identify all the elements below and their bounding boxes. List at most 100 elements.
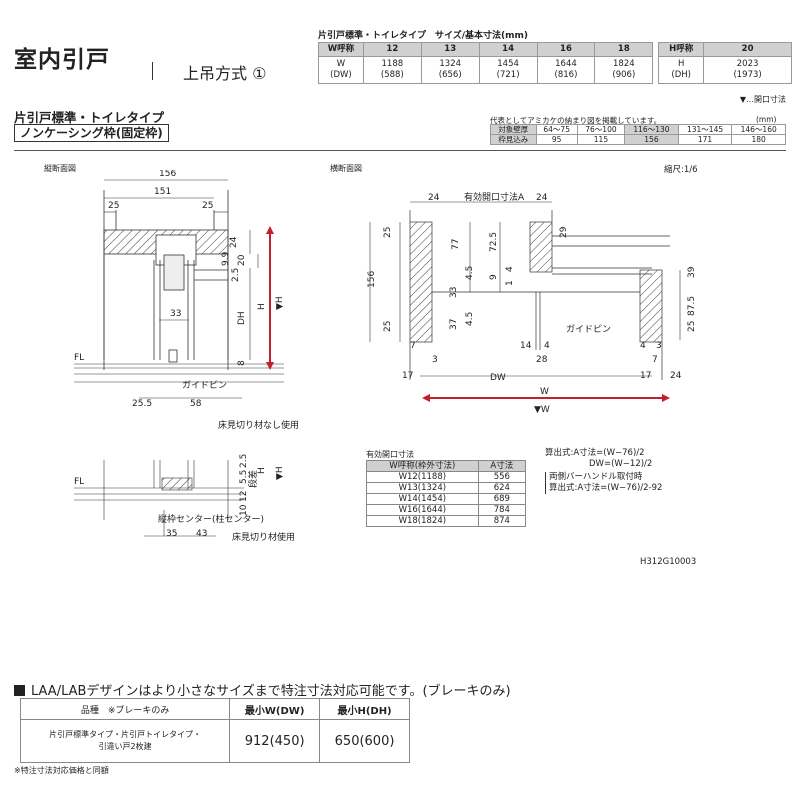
- special-size-text: LAA/LABデザインはより小さなサイズまで特注寸法対応可能です。(ブレーキのみ…: [31, 684, 511, 699]
- vertical-floor: [74, 363, 284, 383]
- min-col-w: 最小W(DW): [229, 698, 321, 720]
- dim-20: 20: [237, 254, 247, 266]
- dim-87.5: 87.5: [687, 296, 697, 316]
- row-w: W13(1324): [366, 482, 479, 494]
- dim-25: 25: [383, 321, 393, 332]
- dim-24: 24: [428, 193, 440, 203]
- mikake-cell: 131〜145: [677, 124, 733, 135]
- w-code: 14: [478, 42, 538, 57]
- table-row: W13(1324)624: [366, 482, 527, 494]
- row-w: W14(1454): [366, 493, 479, 505]
- floor-cut-label: 床見切り材使用: [232, 531, 295, 543]
- dim-vH: ▼H: [275, 296, 285, 310]
- dim-33: 33: [170, 309, 181, 319]
- mikake-table: 対象壁厚 64〜75 76〜100 116〜130 131〜145 146〜16…: [490, 124, 786, 145]
- dim-25: 25: [687, 321, 697, 332]
- dim-156: 156: [367, 271, 377, 288]
- legend-opening: ▼…開口寸法: [739, 95, 786, 104]
- formula-dw: DW=(W−12)/2: [589, 459, 653, 469]
- table-gap: [652, 42, 659, 57]
- dim-43: 43: [196, 529, 207, 539]
- special-size-headline: LAA/LABデザインはより小さなサイズまで特注寸法対応可能です。(ブレーキのみ…: [14, 680, 511, 699]
- size-table-title: 片引戸標準・トイレタイプ サイズ/基本寸法(mm): [318, 31, 529, 41]
- horizontal-section-drawing: 有効開口寸法A 24 24 25 77 72.5 29 156 4.5 9 4 …: [367, 191, 697, 415]
- scale-label: 縮尺:1/6: [664, 165, 698, 175]
- w-value: 1188 (588): [362, 56, 422, 84]
- opening-col-w: W呼称(枠外寸法): [366, 460, 479, 472]
- section-subtitle: 片引戸標準・トイレタイプ: [14, 110, 165, 125]
- row-a: 556: [477, 471, 527, 483]
- dim-25: 25: [383, 227, 393, 238]
- formula-a: 算出式:A寸法=(W−76)/2: [545, 448, 645, 458]
- arrow-right-icon: [662, 394, 670, 402]
- formula-handle: 算出式:A寸法=(W−76)/2-92: [549, 483, 663, 493]
- opening-table-title: 有効開口寸法: [366, 450, 414, 459]
- dim-28: 28: [536, 355, 548, 365]
- dim-24: 24: [536, 193, 548, 203]
- page-title: 室内引戸: [14, 47, 110, 73]
- min-row-name-line2: 引違い戸2枚建: [98, 742, 152, 751]
- dim-DH: DH: [237, 311, 247, 325]
- dim-3: 3: [432, 355, 438, 365]
- mikake-cell: 95: [535, 134, 578, 145]
- formula-handle-note: 両側バーハンドル取付時 算出式:A寸法=(W−76)/2-92: [545, 472, 662, 494]
- dim-2.5: 2.5: [239, 454, 249, 468]
- mikake-cell: 115: [576, 134, 626, 145]
- dim-7: 7: [410, 341, 416, 351]
- floor-label-2: FL: [74, 477, 84, 487]
- mikake-cell: 76〜100: [576, 124, 626, 135]
- dim-12: 12: [239, 491, 249, 502]
- dim-58: 58: [190, 399, 202, 409]
- no-floor-cut-label: 床見切り材なし使用: [218, 419, 299, 431]
- unit-label: (mm): [756, 115, 777, 124]
- dim-7: 7: [652, 355, 658, 365]
- floor-label: FL: [74, 353, 84, 363]
- w-code: 16: [536, 42, 596, 57]
- min-h-value: 650(600): [319, 719, 410, 763]
- mikake-cell: 171: [677, 134, 733, 145]
- table-row: W16(1644)784: [366, 504, 527, 516]
- min-col-name: 品種 ※ブレーキのみ: [19, 698, 231, 720]
- dim-4.5: 4.5: [465, 266, 475, 280]
- dim-25.5: 25.5: [132, 399, 152, 409]
- dim-1: 1: [505, 280, 515, 286]
- mounting-method: 上吊方式 ①: [183, 64, 267, 83]
- row-a: 624: [477, 482, 527, 494]
- dim-W: W: [540, 387, 549, 397]
- min-row-name: 片引戸標準タイプ・片引戸トイレタイプ・ 引違い戸2枚建: [19, 719, 231, 763]
- w-value: 1324 (656): [420, 56, 480, 84]
- title-separator: [152, 62, 153, 80]
- dim-4: 4: [544, 341, 550, 351]
- dim-4.5: 4.5: [465, 312, 475, 326]
- dim-9.9: 9.9: [221, 251, 231, 266]
- row-a: 689: [477, 493, 527, 505]
- row-w: W16(1644): [366, 504, 479, 516]
- footnote: ※特注寸法対応価格と同額: [14, 766, 109, 775]
- dim-2.5: 2.5: [231, 268, 241, 282]
- h-code: 20: [703, 42, 792, 57]
- mikake-cell: 180: [731, 134, 786, 145]
- dim-8: 8: [237, 360, 247, 366]
- vertical-detail-2: [74, 460, 244, 537]
- dim-25: 25: [202, 201, 213, 211]
- square-bullet-icon: [14, 685, 25, 696]
- dim-vH: ▼H: [275, 466, 285, 480]
- horizontal-frame-lines: [409, 210, 670, 380]
- arrow-down-icon: [266, 362, 274, 370]
- row-w: W12(1188): [366, 471, 479, 483]
- effective-opening-label: 有効開口寸法A: [464, 191, 525, 203]
- section-divider: [14, 150, 786, 151]
- row-a: 784: [477, 504, 527, 516]
- mikake-row2-label: 枠見込み: [490, 134, 537, 145]
- dim-DW: DW: [490, 373, 506, 383]
- w-value: 1454 (721): [478, 56, 538, 84]
- dim-77: 77: [451, 239, 461, 250]
- arrow-left-icon: [422, 394, 430, 402]
- guide-pin-label: ガイドピン: [182, 380, 227, 391]
- dim-151: 151: [154, 187, 171, 197]
- guide-pin-label-h: ガイドピン: [566, 324, 611, 335]
- h-value: 2023 (1973): [703, 56, 792, 84]
- dim-72.5: 72.5: [489, 232, 499, 252]
- dim-24: 24: [229, 236, 239, 248]
- frame-type-box: ノンケーシング枠(固定枠): [14, 124, 169, 142]
